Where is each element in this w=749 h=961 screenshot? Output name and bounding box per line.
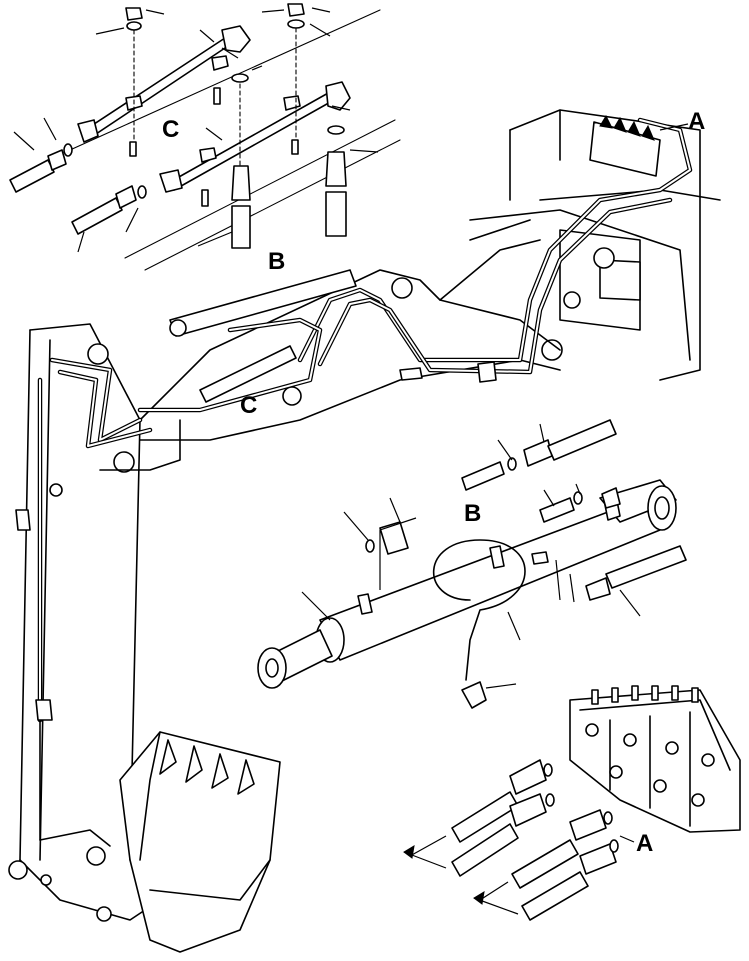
detail-b-cylinder-assembly: [257, 419, 687, 709]
callout-a-valve: A: [688, 108, 706, 135]
backhoe-boom-assembly: [8, 109, 721, 953]
detail-a-control-valve-assembly: [403, 685, 741, 921]
callout-a-control-valve: A: [636, 830, 654, 857]
detail-c-tube-assembly: [9, 3, 401, 271]
callout-c-tubes: C: [162, 116, 180, 143]
callout-b-boom: B: [268, 248, 286, 275]
callout-b-cylinder: B: [464, 500, 482, 527]
callout-c-boom: C: [240, 392, 258, 419]
